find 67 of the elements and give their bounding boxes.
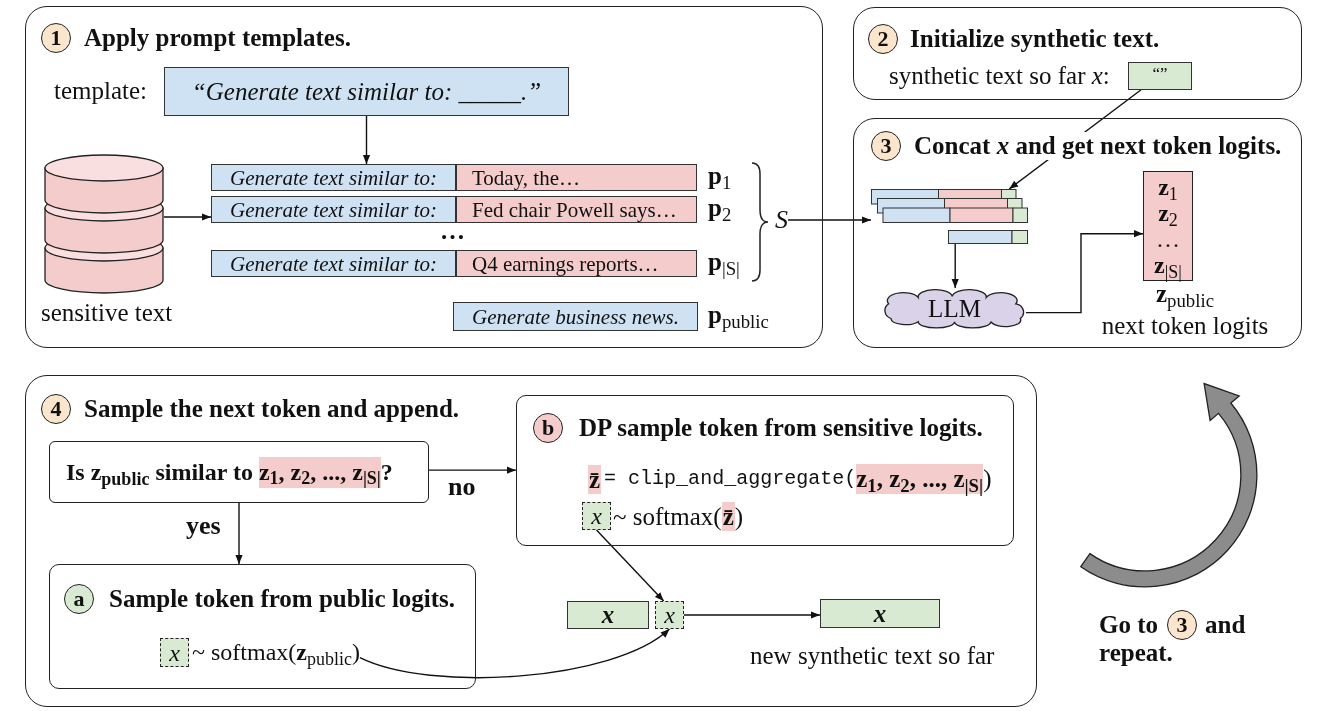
step-number-badge: 3	[1167, 610, 1197, 640]
prompt-box: Generate text similar to:	[211, 164, 456, 191]
prompt-box: Generate text similar to:	[211, 196, 456, 223]
caption-text: next token logits	[1101, 312, 1269, 340]
text-box: Q4 earnings reports…	[456, 250, 697, 277]
text-box: x	[567, 601, 649, 629]
option-panel	[516, 395, 1014, 546]
token-box: x	[655, 601, 684, 629]
text-box: Fed chair Powell says…	[456, 196, 697, 223]
instruction-text: Go to	[1099, 611, 1159, 639]
instruction-text: repeat.	[1099, 639, 1173, 667]
prompt-box: Generate text similar to:	[211, 250, 456, 277]
option-panel	[49, 564, 476, 689]
highlighted-variable: z̄	[588, 464, 602, 494]
field-label: synthetic text so far x:	[889, 62, 1110, 90]
prompt-box: Generate business news.	[453, 302, 698, 331]
decision-box	[49, 441, 429, 503]
text-box: x	[820, 599, 940, 628]
step-panel	[25, 6, 823, 348]
curved-arrow	[359, 628, 671, 679]
token-sequence-stack	[871, 189, 1028, 223]
text-box: Today, the…	[456, 164, 697, 191]
option-letter-badge: b	[533, 413, 563, 443]
vector-label: z$_{2}$	[1158, 200, 1178, 226]
arrow	[428, 466, 517, 474]
highlighted-variable: z̄	[721, 502, 735, 531]
llm-cloud: LLM	[883, 288, 1026, 329]
arrow	[595, 529, 665, 602]
elbow-arrow	[1025, 230, 1144, 314]
token-box: x	[582, 502, 611, 530]
instruction-text: and	[1205, 611, 1246, 639]
arrow	[362, 115, 371, 165]
step-panel	[853, 118, 1302, 348]
caption-text: new synthetic text so far	[750, 642, 995, 670]
step-number-badge: 2	[868, 24, 898, 54]
step-panel	[25, 375, 1037, 707]
caption-text: sensitive text	[41, 299, 173, 327]
step-number-badge: 3	[871, 131, 901, 161]
field-label: template:	[54, 77, 148, 105]
database-cylinder	[44, 154, 164, 294]
template-box: “Generate text similar to: _____.”	[164, 67, 569, 116]
vector-label: z$_{1}$	[1158, 174, 1178, 200]
vector-label: p$_{2}$	[708, 194, 732, 222]
arrow	[163, 213, 212, 221]
arrow	[683, 611, 821, 619]
ellipsis: …	[1156, 226, 1180, 252]
step-heading: Concat x and get next token logits.	[914, 132, 1282, 160]
token-sequence-bar	[948, 230, 1028, 244]
logits-box	[1143, 171, 1193, 281]
formula-text: )	[983, 465, 992, 493]
set-label: S	[775, 205, 788, 235]
function-call-text: = clip_and_aggregate(	[604, 466, 857, 492]
step-number-badge: 1	[41, 23, 71, 53]
question-text: ?	[380, 458, 393, 486]
formula-text: ~ softmax(	[613, 502, 722, 531]
step-panel	[853, 7, 1302, 100]
highlighted-logits: z$_{1}$, z$_{2}$, ..., z$_{|S|}$	[856, 464, 984, 494]
option-letter-badge: a	[64, 584, 94, 614]
step-number-badge: 4	[41, 394, 71, 424]
arrow	[951, 243, 959, 289]
highlighted-logits: z$_{1}$, z$_{2}$, ..., z$_{|S|}$	[258, 456, 381, 488]
token-box: x	[160, 638, 189, 667]
arrow	[235, 502, 243, 565]
formula-text: )	[734, 502, 744, 531]
text-box: “”	[1128, 62, 1192, 90]
arrow	[787, 216, 872, 224]
vector-label: p$_{1}$	[708, 162, 732, 190]
